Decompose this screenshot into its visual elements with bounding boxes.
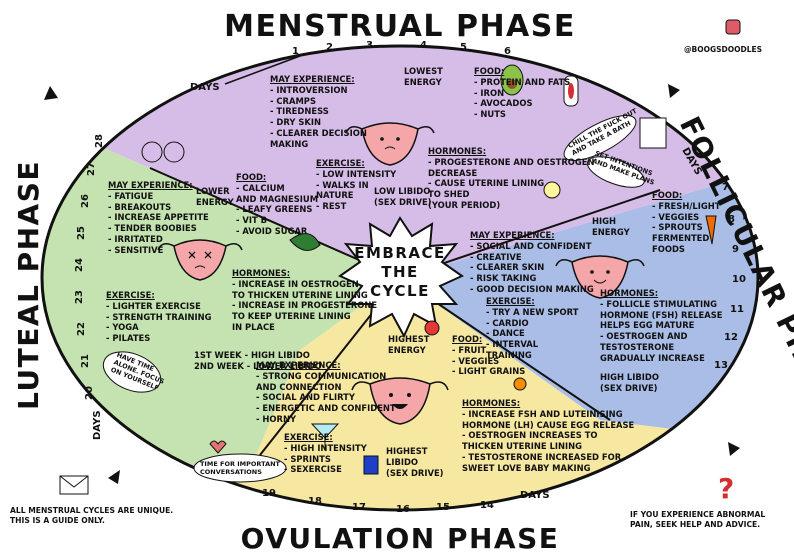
menstrual-uterus-icon	[345, 122, 435, 166]
svg-text:20: 20	[84, 386, 95, 400]
cycle-arrows	[44, 84, 740, 484]
menstrual-days: DAYS 1 2 3 4 5 6	[190, 40, 511, 93]
menstrual-libido: LOW LIBIDO (SEX DRIVE)	[374, 186, 432, 207]
ovulation-bubble	[193, 453, 287, 483]
svg-text:25: 25	[76, 226, 87, 240]
luteal-uterus-icon	[157, 239, 243, 281]
book-icon	[363, 455, 379, 475]
ovulation-energy: HIGHEST ENERGY	[388, 334, 430, 355]
follicular-hormones: HORMONES: - FOLLICLE STIMULATING HORMONE…	[600, 288, 723, 363]
follicular-libido: HIGH LIBIDO (SEX DRIVE)	[600, 372, 659, 393]
ovulation-exercise: EXERCISE: - HIGH INTENSITY - SPRINTS - S…	[284, 432, 367, 475]
ovulation-hormones: HORMONES: - INCREASE FSH AND LUTEINISING…	[462, 398, 635, 473]
luteal-title: LUTEAL PHASE	[12, 160, 45, 410]
envelope-icon	[59, 475, 89, 495]
svg-text:23: 23	[74, 290, 85, 304]
svg-text:DAYS: DAYS	[190, 82, 220, 93]
svg-text:10: 10	[732, 274, 746, 285]
svg-text:9: 9	[732, 244, 739, 255]
center-line-2: THE	[381, 263, 419, 281]
lightbulb-icon	[543, 181, 561, 199]
svg-text:17: 17	[352, 502, 366, 513]
follicular-exercise: EXERCISE: - TRY A NEW SPORT - CARDIO - D…	[486, 296, 579, 360]
tomato-icon	[424, 320, 440, 336]
footer-advice: IF YOU EXPERIENCE ABNORMAL PAIN, SEEK HE…	[630, 510, 766, 529]
ovulation-bubble-text: TIME FOR IMPORTANT CONVERSATIONS	[200, 460, 280, 476]
luteal-bubble	[102, 351, 162, 393]
svg-text:24: 24	[74, 258, 85, 272]
ovulation-libido: HIGHEST LIBIDO (SEX DRIVE)	[386, 446, 444, 478]
ovulation-may-experience: MAY EXPERIENCE: - STRONG COMMUNICATION A…	[256, 360, 396, 424]
luteal-hormones: HORMONES: - INCREASE IN OESTROGEN TO THI…	[232, 268, 378, 332]
svg-text:16: 16	[396, 504, 410, 515]
center-line-3: CYCLE	[370, 282, 430, 300]
svg-text:6: 6	[504, 46, 511, 57]
svg-text:2: 2	[326, 42, 333, 53]
follicular-bubble	[587, 156, 645, 188]
follicular-food: FOOD: - FRESH/LIGHT - VEGGIES - SPROUTS …	[652, 190, 721, 254]
avocado-icon	[500, 64, 524, 96]
svg-text:18: 18	[308, 496, 322, 507]
menstrual-hormones: HORMONES: - PROGESTERONE AND OESTROGEN D…	[428, 146, 595, 210]
instagram-icon	[725, 19, 741, 35]
svg-text:19: 19	[262, 488, 276, 499]
menstrual-title: MENSTRUAL PHASE	[224, 9, 576, 44]
ovulation-days: DAYS 14 15 16 17 18 19	[262, 488, 550, 515]
svg-text:21: 21	[80, 354, 91, 368]
wheel-outline	[40, 44, 760, 512]
svg-text:13: 13	[714, 360, 728, 371]
ovulation-food: FOOD: - FRUIT - VEGGIES - LIGHT GRAINS	[452, 334, 526, 377]
luteal-libido: 1ST WEEK - HIGH LIBIDO 2ND WEEK - LOWER …	[194, 350, 322, 371]
luteal-energy: LOWER ENERGY	[196, 186, 234, 207]
svg-text:12: 12	[724, 332, 738, 343]
ovulation-uterus-icon	[351, 377, 449, 425]
menstrual-exercise: EXERCISE: - LOW INTENSITY - WALKS IN NAT…	[316, 158, 397, 212]
svg-text:22: 22	[76, 322, 87, 336]
pad-icon	[563, 75, 579, 107]
svg-text:26: 26	[80, 194, 91, 208]
svg-text:8: 8	[728, 214, 735, 225]
orange-icon	[513, 377, 527, 391]
follicular-uterus-icon	[555, 255, 645, 299]
svg-text:5: 5	[460, 42, 467, 53]
svg-text:DAYS: DAYS	[520, 490, 550, 501]
center-burst	[337, 216, 465, 339]
ovulation-title: OVULATION PHASE	[241, 522, 560, 555]
leaf-icon	[289, 233, 321, 251]
menstrual-may-experience: MAY EXPERIENCE: - INTROVERSION - CRAMPS …	[270, 74, 367, 149]
svg-text:15: 15	[436, 502, 450, 513]
svg-text:4: 4	[420, 40, 427, 51]
footer-disclaimer: ALL MENSTRUAL CYCLES ARE UNIQUE. THIS IS…	[10, 506, 174, 525]
cocktail-icon	[310, 423, 340, 450]
svg-text:DAYS: DAYS	[92, 410, 103, 440]
luteal-days: DAYS 20 21 22 23 24 25 26 27 28	[74, 134, 105, 440]
svg-text:27: 27	[86, 162, 97, 176]
svg-text:28: 28	[94, 134, 105, 148]
luteal-food: FOOD: - CALCIUM AND MAGNESIUM - LEAFY GR…	[236, 172, 319, 236]
luteal-exercise: EXERCISE: - LIGHTER EXERCISE - STRENGTH …	[106, 290, 212, 344]
breast-icon	[141, 141, 185, 163]
svg-text:3: 3	[366, 40, 373, 51]
luteal-may-experience: MAY EXPERIENCE: - FATIGUE - BREAKOUTS - …	[108, 180, 209, 255]
svg-text:7: 7	[722, 182, 729, 193]
author-handle: @BOOGSDOODLES	[684, 45, 763, 54]
svg-text:1: 1	[292, 46, 299, 57]
question-mark: ?	[718, 472, 734, 505]
center-line-1: EMBRACE	[354, 244, 446, 262]
notepad-icon	[639, 117, 667, 149]
svg-text:11: 11	[730, 304, 744, 315]
follicular-energy: HIGH ENERGY	[592, 216, 630, 237]
carrot-icon	[705, 215, 717, 245]
follicular-may-experience: MAY EXPERIENCE: - SOCIAL AND CONFIDENT -…	[470, 230, 594, 294]
follicular-segment	[400, 172, 758, 440]
svg-text:14: 14	[480, 500, 494, 511]
menstrual-bubble	[563, 115, 637, 161]
menstrual-energy: LOWEST ENERGY	[404, 66, 443, 87]
menstrual-food: FOOD: - PROTEIN AND FATS - IRON - AVOCAD…	[474, 66, 571, 120]
